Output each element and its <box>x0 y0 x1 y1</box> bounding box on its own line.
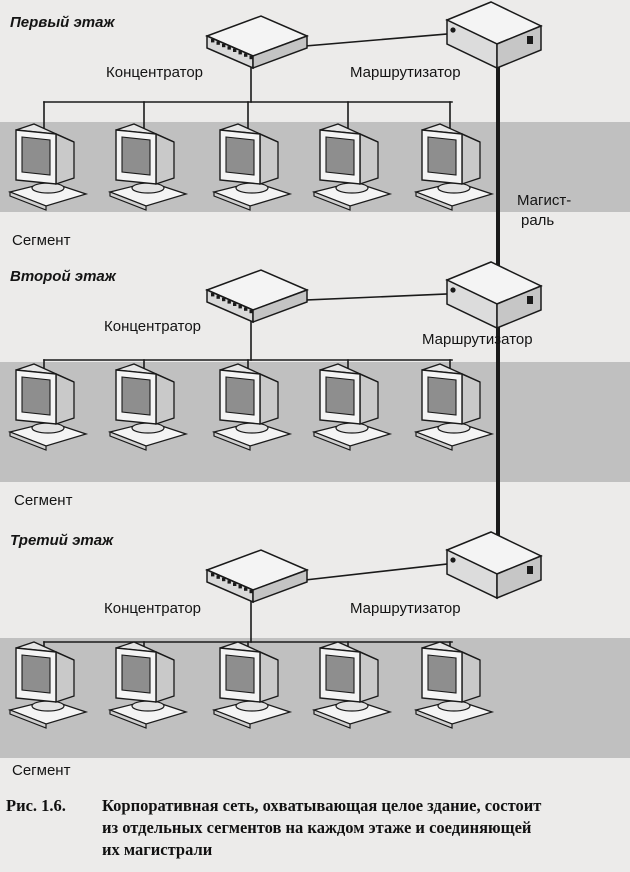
hub-port <box>238 51 242 55</box>
floor-2-band <box>0 362 630 482</box>
floor-1-workstation-2 <box>107 123 189 211</box>
floor-1-workstation-5 <box>413 123 495 211</box>
caption-line-3: их магистрали <box>102 840 213 859</box>
screen <box>121 376 151 416</box>
router-led <box>450 557 456 563</box>
floor-3-hub-icon <box>204 549 310 604</box>
floor-2-title: Второй этаж <box>10 268 116 285</box>
floor-2-router-icon <box>445 261 543 330</box>
hub-port <box>249 309 253 314</box>
floor-1-hub-router-link <box>304 33 448 47</box>
hub-port <box>211 39 215 43</box>
hub-port <box>244 53 248 57</box>
router-port <box>527 296 533 304</box>
hub-port <box>211 293 215 297</box>
hub-port <box>233 302 237 306</box>
floor-2-router-label: Маршрутизатор <box>422 331 533 348</box>
backbone-label-line1: Магист- <box>517 192 572 209</box>
screen <box>121 654 151 694</box>
hub-port <box>233 48 237 52</box>
router-led <box>450 27 456 33</box>
hub-port <box>216 295 220 299</box>
floor-3-segment-label: Сегмент <box>12 762 71 779</box>
hub-port <box>222 577 226 582</box>
hub-port <box>227 580 231 584</box>
floor-1-router-icon <box>445 1 543 70</box>
hub-port <box>238 585 242 589</box>
screen <box>325 376 355 416</box>
router-led <box>450 287 456 293</box>
caption-line-2: из отдельных сегментов на каждом этаже и… <box>102 818 532 837</box>
floor-1-workstation-4 <box>311 123 393 211</box>
floor-3-workstation-2 <box>107 641 189 729</box>
hub-port <box>222 43 226 48</box>
floor-1-hub-label: Концентратор <box>106 64 204 81</box>
figure-caption: Рис. 1.6. Корпоративная сеть, охватывающа… <box>6 795 626 861</box>
floor-2-segment-label: Сегмент <box>14 492 73 509</box>
floor-1-workstation-3 <box>211 123 293 211</box>
screen <box>225 136 255 176</box>
floor-2-workstation-5 <box>413 363 495 451</box>
hub-port <box>216 41 220 45</box>
floor-2-hub-icon <box>204 269 310 324</box>
screen <box>225 654 255 694</box>
floor-1-segment-label: Сегмент <box>12 232 71 249</box>
floor-3-hub-label: Концентратор <box>104 600 202 617</box>
floor-3-workstation-4 <box>311 641 393 729</box>
floor-2-hub-label: Концентратор <box>104 318 202 335</box>
floor-3-hub-router-link <box>304 563 448 581</box>
floor-3-workstation-1 <box>7 641 89 729</box>
floor-3-band <box>0 638 630 758</box>
floor-2-workstation-3 <box>211 363 293 451</box>
floor-1-workstation-1 <box>7 123 89 211</box>
screen <box>21 136 51 176</box>
floor-1-title: Первый этаж <box>10 14 115 31</box>
hub-port <box>227 46 231 50</box>
screen <box>325 654 355 694</box>
floor-3-workstation-3 <box>211 641 293 729</box>
floor-3-title: Третий этаж <box>10 532 114 549</box>
caption-prefix: Рис. 1.6. <box>6 796 66 815</box>
screen <box>325 136 355 176</box>
router-port <box>527 566 533 574</box>
floor-2-workstation-4 <box>311 363 393 451</box>
screen <box>427 136 457 176</box>
router-port <box>527 36 533 44</box>
floor-2-hub-router-link <box>304 293 448 301</box>
hub-port <box>211 573 215 577</box>
hub-port <box>238 305 242 309</box>
floor-3-router-label: Маршрутизатор <box>350 600 461 617</box>
hub-port <box>222 297 226 302</box>
floor-2-workstation-2 <box>107 363 189 451</box>
floor-2-workstation-1 <box>7 363 89 451</box>
floor-1-router-label: Маршрутизатор <box>350 64 461 81</box>
hub-port <box>244 307 248 311</box>
floor-1-hub-icon <box>204 15 310 70</box>
screen <box>427 376 457 416</box>
backbone-label-line2: раль <box>521 212 555 229</box>
screen <box>21 654 51 694</box>
hub-port <box>244 587 248 591</box>
hub-port <box>249 55 253 60</box>
hub-port <box>233 582 237 586</box>
hub-port <box>227 300 231 304</box>
caption-line-1: Корпоративная сеть, охватывающая целое з… <box>102 796 542 815</box>
screen <box>427 654 457 694</box>
hub-port <box>216 575 220 579</box>
hub-port <box>249 589 253 594</box>
floor-3-router-icon <box>445 531 543 600</box>
floor-3-workstation-5 <box>413 641 495 729</box>
screen <box>21 376 51 416</box>
screen <box>121 136 151 176</box>
screen <box>225 376 255 416</box>
